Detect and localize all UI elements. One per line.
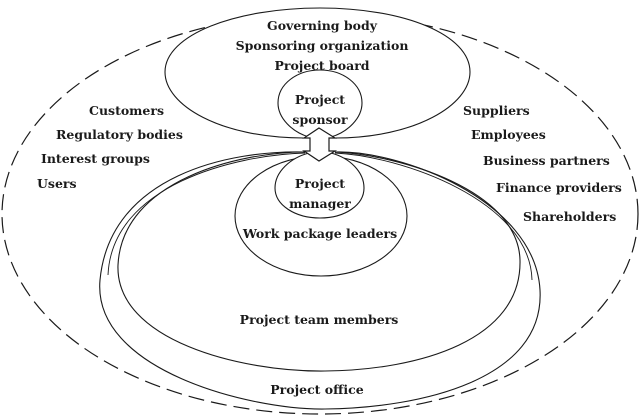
project-office-label: Project office: [270, 382, 364, 397]
stakeholder-finance-providers: Finance providers: [496, 180, 622, 195]
project-board-label: Project board: [274, 58, 370, 73]
team-members-shape-outline: [107, 152, 306, 276]
stakeholder-employees: Employees: [471, 127, 546, 142]
external-stakeholders-boundary: [1, 13, 639, 415]
sponsor-label: Project sponsor: [292, 90, 347, 130]
governance-label: Governing body Sponsoring organization P…: [236, 16, 409, 76]
project-office-shape-outline: [334, 152, 533, 281]
manager-label: Project manager: [289, 174, 351, 214]
work-package-leaders-label: Work package leaders: [242, 226, 398, 241]
stakeholder-business-partners: Business partners: [483, 153, 610, 168]
double-arrow-icon: [302, 127, 338, 162]
sponsor-label-line-1: Project: [294, 92, 346, 107]
sponsoring-organization-label: Sponsoring organization: [235, 38, 409, 53]
manager-label-line-2: manager: [289, 196, 351, 211]
manager-label-line-1: Project: [294, 176, 346, 191]
stakeholder-shareholders: Shareholders: [523, 209, 617, 224]
team-members-label: Project team members: [239, 312, 399, 327]
stakeholder-suppliers: Suppliers: [463, 103, 530, 118]
manager-circle: [274, 152, 365, 219]
stakeholder-interest-groups: Interest groups: [41, 151, 150, 166]
stakeholder-regulatory-bodies: Regulatory bodies: [56, 127, 183, 142]
sponsor-label-line-2: sponsor: [292, 112, 348, 127]
governing-body-label: Governing body: [267, 18, 377, 33]
sponsor-circle: [277, 69, 363, 138]
team-members-shape: [117, 151, 521, 372]
stakeholder-users: Users: [37, 176, 77, 191]
stakeholder-customers: Customers: [89, 103, 164, 118]
